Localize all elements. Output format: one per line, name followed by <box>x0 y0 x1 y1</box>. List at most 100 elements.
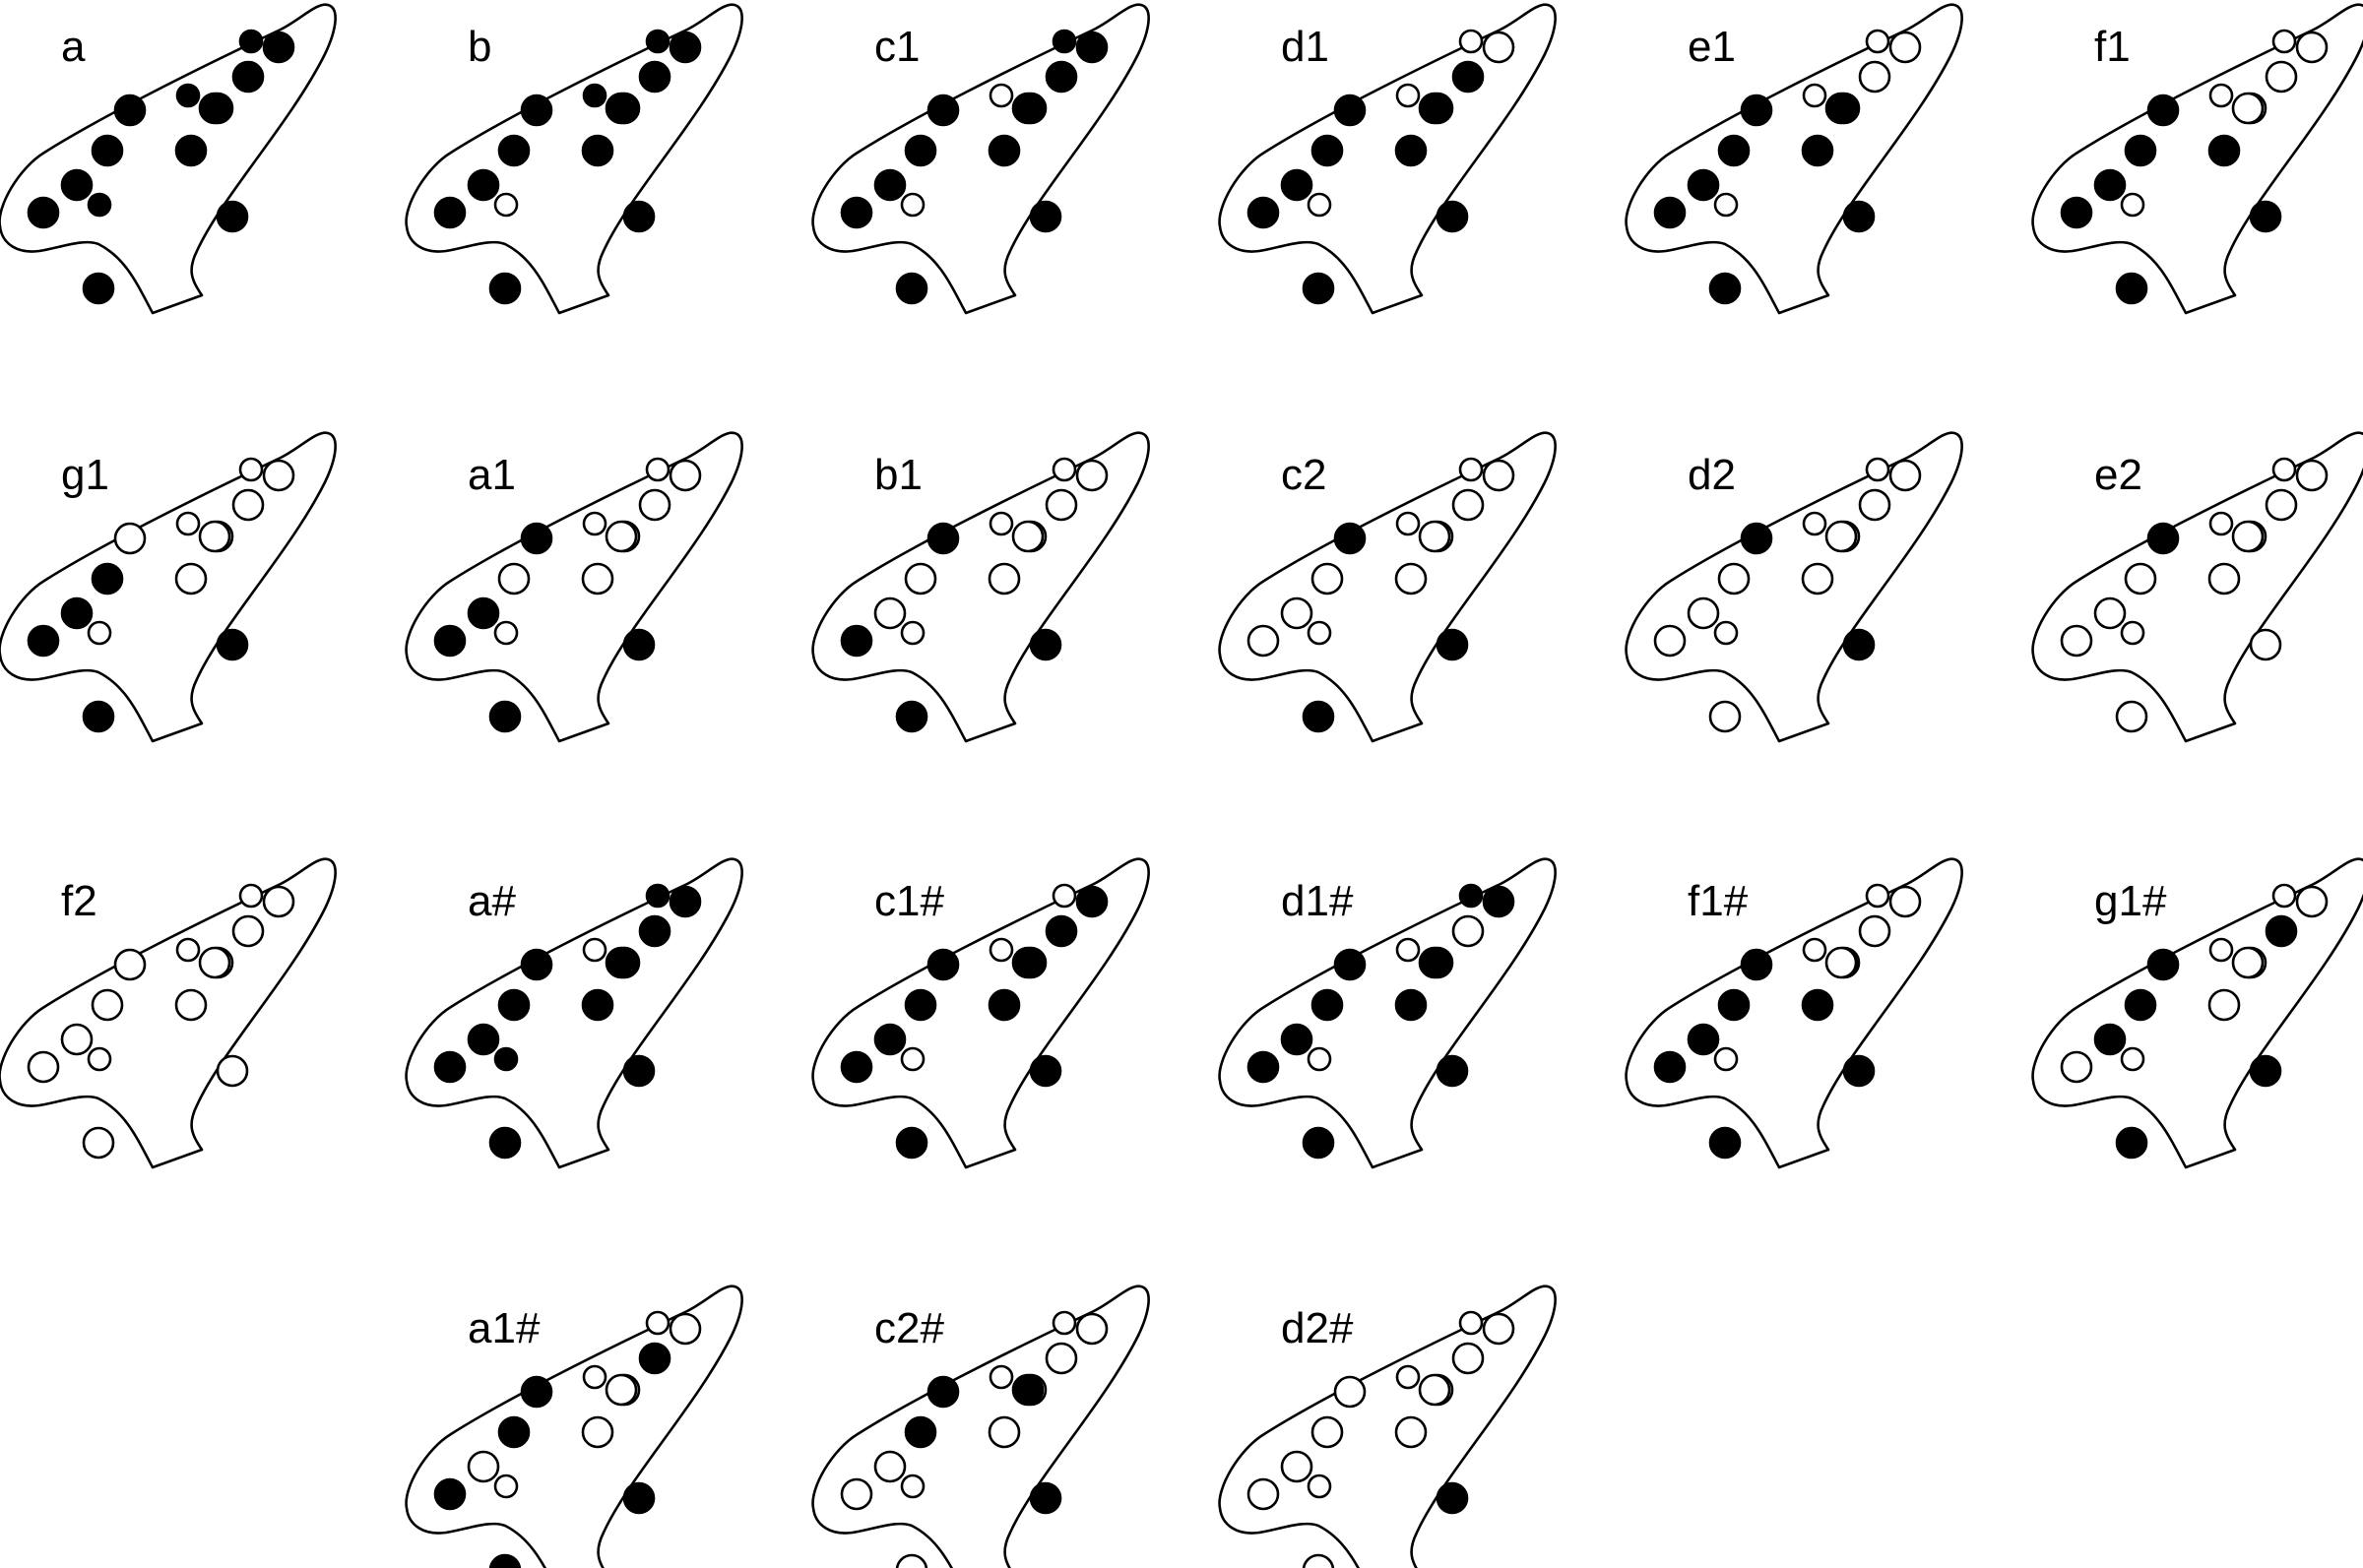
note-label-c1-sharp: c1# <box>874 877 944 925</box>
hole-left-small-open <box>1713 1046 1739 1072</box>
hole-sub-top-small-covered <box>645 29 671 54</box>
hole-thumb-left-covered <box>82 700 115 733</box>
hole-right-low-covered <box>1740 94 1773 127</box>
hole-left-lower-open <box>1246 1477 1280 1511</box>
note-label-e1: e1 <box>1688 23 1736 71</box>
hole-sub-top-small-open <box>2271 29 2297 54</box>
hole-left-small-open <box>900 1474 926 1499</box>
hole-left-upper-covered <box>2124 988 2157 1022</box>
fingering-e1: e1 <box>1625 3 1963 315</box>
hole-right-mid-large-covered <box>605 92 638 125</box>
hole-left-lower-open <box>27 1050 60 1084</box>
hole-right-low-covered <box>1740 948 1773 981</box>
hole-r-lower-open <box>1394 562 1428 596</box>
hole-left-mid-large-covered <box>1687 168 1720 202</box>
note-label-g1: g1 <box>61 451 109 499</box>
hole-right-low-covered <box>926 1375 960 1409</box>
hole-r-lower-covered <box>1394 134 1428 167</box>
fingering-f2: f2 <box>0 857 337 1169</box>
hole-left-small-open <box>87 620 112 646</box>
hole-sub-top-small-covered <box>1052 29 1077 54</box>
hole-right-mid-small-covered <box>175 83 201 108</box>
hole-sub-top-small-open <box>1865 457 1890 482</box>
hole-left-small-open <box>493 1474 519 1499</box>
hole-r-upper-covered <box>638 914 671 948</box>
hole-sub-top-large-open <box>1888 459 1922 492</box>
hole-right-mid-large-covered <box>1824 92 1858 125</box>
hole-left-lower-covered <box>27 196 60 229</box>
hole-left-small-open <box>2120 192 2145 218</box>
hole-r-upper-covered <box>1451 60 1485 94</box>
hole-left-small-open <box>900 620 926 646</box>
hole-sub-top-large-open <box>669 1312 702 1346</box>
hole-sub-top-small-open <box>645 1310 671 1336</box>
hole-sub-top-large-open <box>1075 1312 1109 1346</box>
hole-sub-top-small-open <box>238 883 264 909</box>
hole-thumb-right-covered <box>1029 200 1062 233</box>
hole-sub-top-large-open <box>2295 31 2329 64</box>
hole-left-small-open <box>900 1046 926 1072</box>
hole-r-upper-open <box>2265 488 2298 522</box>
hole-right-mid-large-covered <box>1418 92 1451 125</box>
fingering-a: a <box>0 3 337 315</box>
hole-left-upper-covered <box>1717 988 1751 1022</box>
hole-right-mid-large-open <box>198 520 231 553</box>
hole-r-upper-open <box>2265 60 2298 94</box>
hole-thumb-left-covered <box>2115 1126 2148 1160</box>
hole-left-small-open <box>2120 620 2145 646</box>
hole-r-lower-covered <box>1801 134 1834 167</box>
hole-right-low-covered <box>926 94 960 127</box>
hole-thumb-left-covered <box>82 272 115 305</box>
hole-left-small-open <box>1307 192 1332 218</box>
hole-r-upper-covered <box>2265 914 2298 948</box>
hole-r-upper-open <box>1451 914 1485 948</box>
hole-right-low-covered <box>2146 948 2180 981</box>
hole-left-lower-covered <box>433 196 467 229</box>
hole-left-small-open <box>493 192 519 218</box>
fingering-d1-sharp: d1# <box>1218 857 1557 1169</box>
fingering-c1: c1 <box>811 3 1150 315</box>
hole-sub-top-large-covered <box>1075 885 1109 918</box>
hole-right-low-covered <box>520 948 553 981</box>
hole-right-low-covered <box>2146 522 2180 555</box>
hole-left-mid-large-covered <box>60 168 94 202</box>
hole-sub-top-small-open <box>1458 29 1484 54</box>
hole-sub-top-large-open <box>1482 1312 1515 1346</box>
hole-thumb-right-covered <box>1029 1054 1062 1088</box>
hole-sub-top-small-open <box>1865 29 1890 54</box>
hole-thumb-right-covered <box>1436 200 1469 233</box>
hole-sub-top-small-open <box>238 457 264 482</box>
hole-thumb-right-open <box>216 1054 249 1088</box>
hole-r-upper-covered <box>1045 60 1078 94</box>
hole-left-upper-covered <box>1310 134 1344 167</box>
hole-sub-top-large-open <box>1482 31 1515 64</box>
hole-left-upper-covered <box>497 1415 531 1449</box>
hole-right-low-covered <box>520 1375 553 1409</box>
hole-r-upper-covered <box>638 1342 671 1375</box>
fingering-a1-sharp: a1# <box>405 1285 743 1568</box>
hole-left-lower-covered <box>1653 196 1687 229</box>
note-label-b1: b1 <box>874 451 923 499</box>
hole-r-lower-covered <box>1394 988 1428 1022</box>
hole-r-upper-open <box>638 488 671 522</box>
hole-right-low-covered <box>1740 522 1773 555</box>
fingering-d2-sharp: d2# <box>1218 1285 1557 1568</box>
hole-right-mid-small-open <box>1395 1364 1421 1390</box>
hole-thumb-right-covered <box>622 628 656 661</box>
hole-left-upper-covered <box>904 1415 937 1449</box>
hole-sub-top-small-covered <box>238 29 264 54</box>
hole-thumb-left-open <box>82 1126 115 1160</box>
hole-right-mid-small-open <box>2208 937 2234 963</box>
hole-right-mid-small-open <box>1395 83 1421 108</box>
hole-right-mid-large-open <box>1418 1373 1451 1407</box>
hole-r-upper-open <box>1858 488 1891 522</box>
hole-r-upper-open <box>231 488 265 522</box>
hole-right-low-covered <box>2146 94 2180 127</box>
hole-sub-top-large-covered <box>262 31 295 64</box>
hole-left-lower-covered <box>27 624 60 658</box>
hole-r-upper-open <box>1858 914 1891 948</box>
hole-sub-top-small-open <box>1458 1310 1484 1336</box>
hole-sub-top-large-covered <box>1482 885 1515 918</box>
hole-thumb-left-open <box>1708 700 1742 733</box>
